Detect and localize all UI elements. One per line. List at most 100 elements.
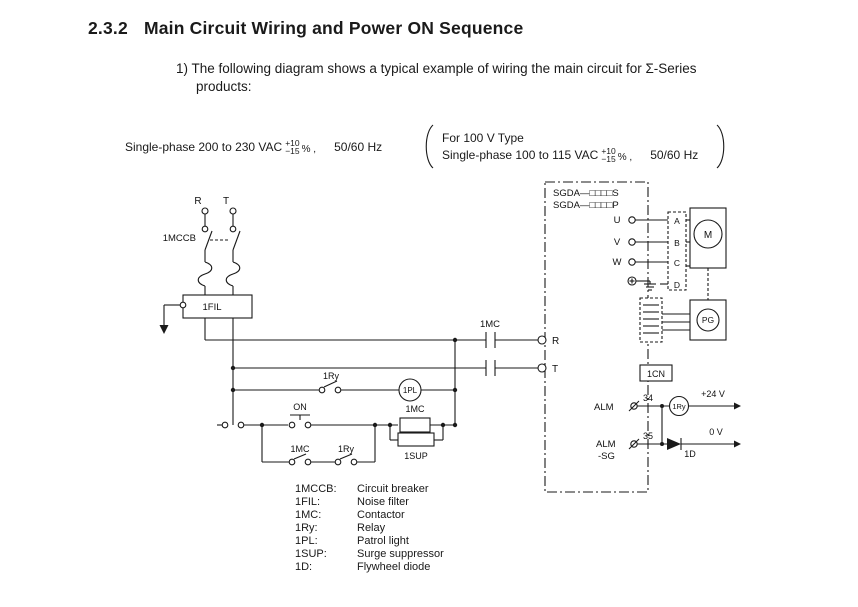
contactor-coil-1mc: 1MC xyxy=(399,404,431,433)
legend-row: 1D: Flywheel diode xyxy=(295,561,444,574)
label-alm: ALM xyxy=(594,402,614,413)
legend: 1MCCB: Circuit breaker 1FIL: Noise filte… xyxy=(295,483,444,574)
legend-row: 1SUP: Surge suppressor xyxy=(295,548,444,561)
legend-abbr: 1D: xyxy=(295,561,313,573)
label-pg: PG xyxy=(702,315,714,325)
label-alm-sg-1: ALM xyxy=(596,439,616,450)
servomotor: M xyxy=(686,207,727,269)
label-terminal-v: V xyxy=(614,237,621,248)
legend-row: 1PL: Patrol light xyxy=(295,535,444,548)
intro-line-1: 1) The following diagram shows a typical… xyxy=(176,61,697,76)
alarm-output: ALM 34 1Ry +24 V xyxy=(594,389,741,417)
arrow-right-icon xyxy=(734,440,741,448)
label-model-sgda-s: SGDA—□□□□S xyxy=(553,188,619,199)
arrow-right-icon xyxy=(734,402,741,410)
main-circuit-lines: 1MC R T xyxy=(205,319,559,376)
legend-row: 1MC: Contactor xyxy=(295,509,444,522)
label-alm-sg-2: -SG xyxy=(598,451,615,462)
noise-filter-1fil: 1FIL xyxy=(159,294,253,425)
legend-desc: Noise filter xyxy=(357,496,409,508)
label-motor-m: M xyxy=(704,230,712,241)
label-pin-c: C xyxy=(674,258,680,268)
legend-row: 1FIL: Noise filter xyxy=(295,496,444,509)
power-spec-100v-title: For 100 V Type xyxy=(442,131,524,145)
label-plus-24v: +24 V xyxy=(701,389,725,399)
flywheel-diode-1d: 1D xyxy=(667,438,696,459)
label-pin-34: 34 xyxy=(643,393,653,403)
power-spec-100v-text: Single-phase 100 to 115 VAC xyxy=(442,148,599,162)
control-rails xyxy=(217,340,458,429)
tolerance-stack-main: +10 −15 xyxy=(285,139,300,156)
section-number: 2.3.2 xyxy=(88,18,128,38)
surge-suppressor-1sup: 1SUP xyxy=(389,425,444,461)
tolerance-plus: +10 xyxy=(601,146,616,156)
legend-abbr: 1MC: xyxy=(295,509,322,521)
terminal-r-circle xyxy=(537,335,547,345)
label-terminal-w: W xyxy=(613,257,622,268)
power-spec-main: Single-phase 200 to 230 VAC +10 −15 % , … xyxy=(125,139,383,156)
incoming-power-lines: R T xyxy=(194,196,237,226)
legend-desc: Flywheel diode xyxy=(357,561,431,573)
label-1d: 1D xyxy=(684,449,696,459)
legend-desc: Patrol light xyxy=(357,535,409,547)
tolerance-minus: −15 xyxy=(601,154,616,164)
label-1ry-contact-bottom: 1Ry xyxy=(338,444,355,454)
legend-abbr: 1PL: xyxy=(295,535,318,547)
label-1cn: 1CN xyxy=(647,369,665,379)
label-on: ON xyxy=(293,402,307,412)
label-1ry-coil: 1Ry xyxy=(672,402,686,411)
on-pushbutton: ON xyxy=(288,402,312,429)
label-1ry-contact-top: 1Ry xyxy=(323,371,340,381)
bracket-right xyxy=(716,124,725,169)
label-pin-a: A xyxy=(674,216,680,226)
terminal-t-circle xyxy=(537,363,547,373)
contactor-contact-1mc-aux: 1MC xyxy=(288,444,312,466)
alarm-sg-output: ALM -SG 35 1D 0 V xyxy=(596,404,741,462)
legend-row: 1Ry: Relay xyxy=(295,522,444,535)
label-terminal-u: U xyxy=(614,215,621,226)
legend-desc: Relay xyxy=(357,522,386,534)
label-1mc-main-contacts: 1MC xyxy=(480,319,500,330)
legend-abbr: 1MCCB: xyxy=(295,483,337,495)
power-frequency-100v: 50/60 Hz xyxy=(650,148,699,162)
label-1sup: 1SUP xyxy=(404,451,428,461)
contactor-coil-rung: ON 1MC 1SUP xyxy=(259,402,455,461)
label-phase-r: R xyxy=(194,196,201,207)
label-pin-d: D xyxy=(674,280,680,290)
label-terminal-r: R xyxy=(552,336,559,347)
label-1mccb: 1MCCB xyxy=(163,233,196,244)
label-1mc-coil: 1MC xyxy=(405,404,425,414)
intro-line-2: products: xyxy=(196,79,252,94)
power-spec-100v: For 100 V Type Single-phase 100 to 115 V… xyxy=(442,131,698,163)
motor-connector: A B C D xyxy=(667,211,687,291)
circuit-breaker-1mccb: 1MCCB xyxy=(163,225,241,262)
tolerance-minus: −15 xyxy=(285,146,300,156)
label-pin-35: 35 xyxy=(643,431,653,441)
section-title: Main Circuit Wiring and Power ON Sequenc… xyxy=(143,18,524,38)
label-1fil: 1FIL xyxy=(202,302,221,313)
relay-contact-1ry-top: 1Ry xyxy=(318,371,342,394)
legend-desc: Contactor xyxy=(357,509,405,521)
patrol-light-1pl: 1PL xyxy=(398,378,422,402)
label-1mc-contact: 1MC xyxy=(290,444,310,454)
ground-arrow-icon xyxy=(159,325,169,334)
legend-abbr: 1FIL: xyxy=(295,496,321,508)
label-model-sgda-p: SGDA—□□□□P xyxy=(553,200,619,211)
tolerance-percent: % , xyxy=(617,152,633,163)
tolerance-percent: % , xyxy=(301,144,317,155)
relay-coil-1ry: 1Ry xyxy=(668,395,690,417)
label-phase-t: T xyxy=(223,196,229,207)
seal-in-rung: 1MC 1Ry xyxy=(261,425,376,466)
connector-1cn: 1CN xyxy=(639,364,673,382)
power-frequency-main: 50/60 Hz xyxy=(334,140,383,154)
legend-abbr: 1Ry: xyxy=(295,522,318,534)
label-1pl: 1PL xyxy=(403,386,418,395)
legend-desc: Surge suppressor xyxy=(357,548,444,560)
encoder-pg: PG xyxy=(662,268,727,341)
label-pin-b: B xyxy=(674,238,680,248)
power-spec-main-text: Single-phase 200 to 230 VAC xyxy=(125,140,283,154)
relay-contact-1ry-bottom: 1Ry xyxy=(334,444,358,466)
ground-terminal xyxy=(627,276,668,291)
thermal-elements xyxy=(197,261,241,295)
